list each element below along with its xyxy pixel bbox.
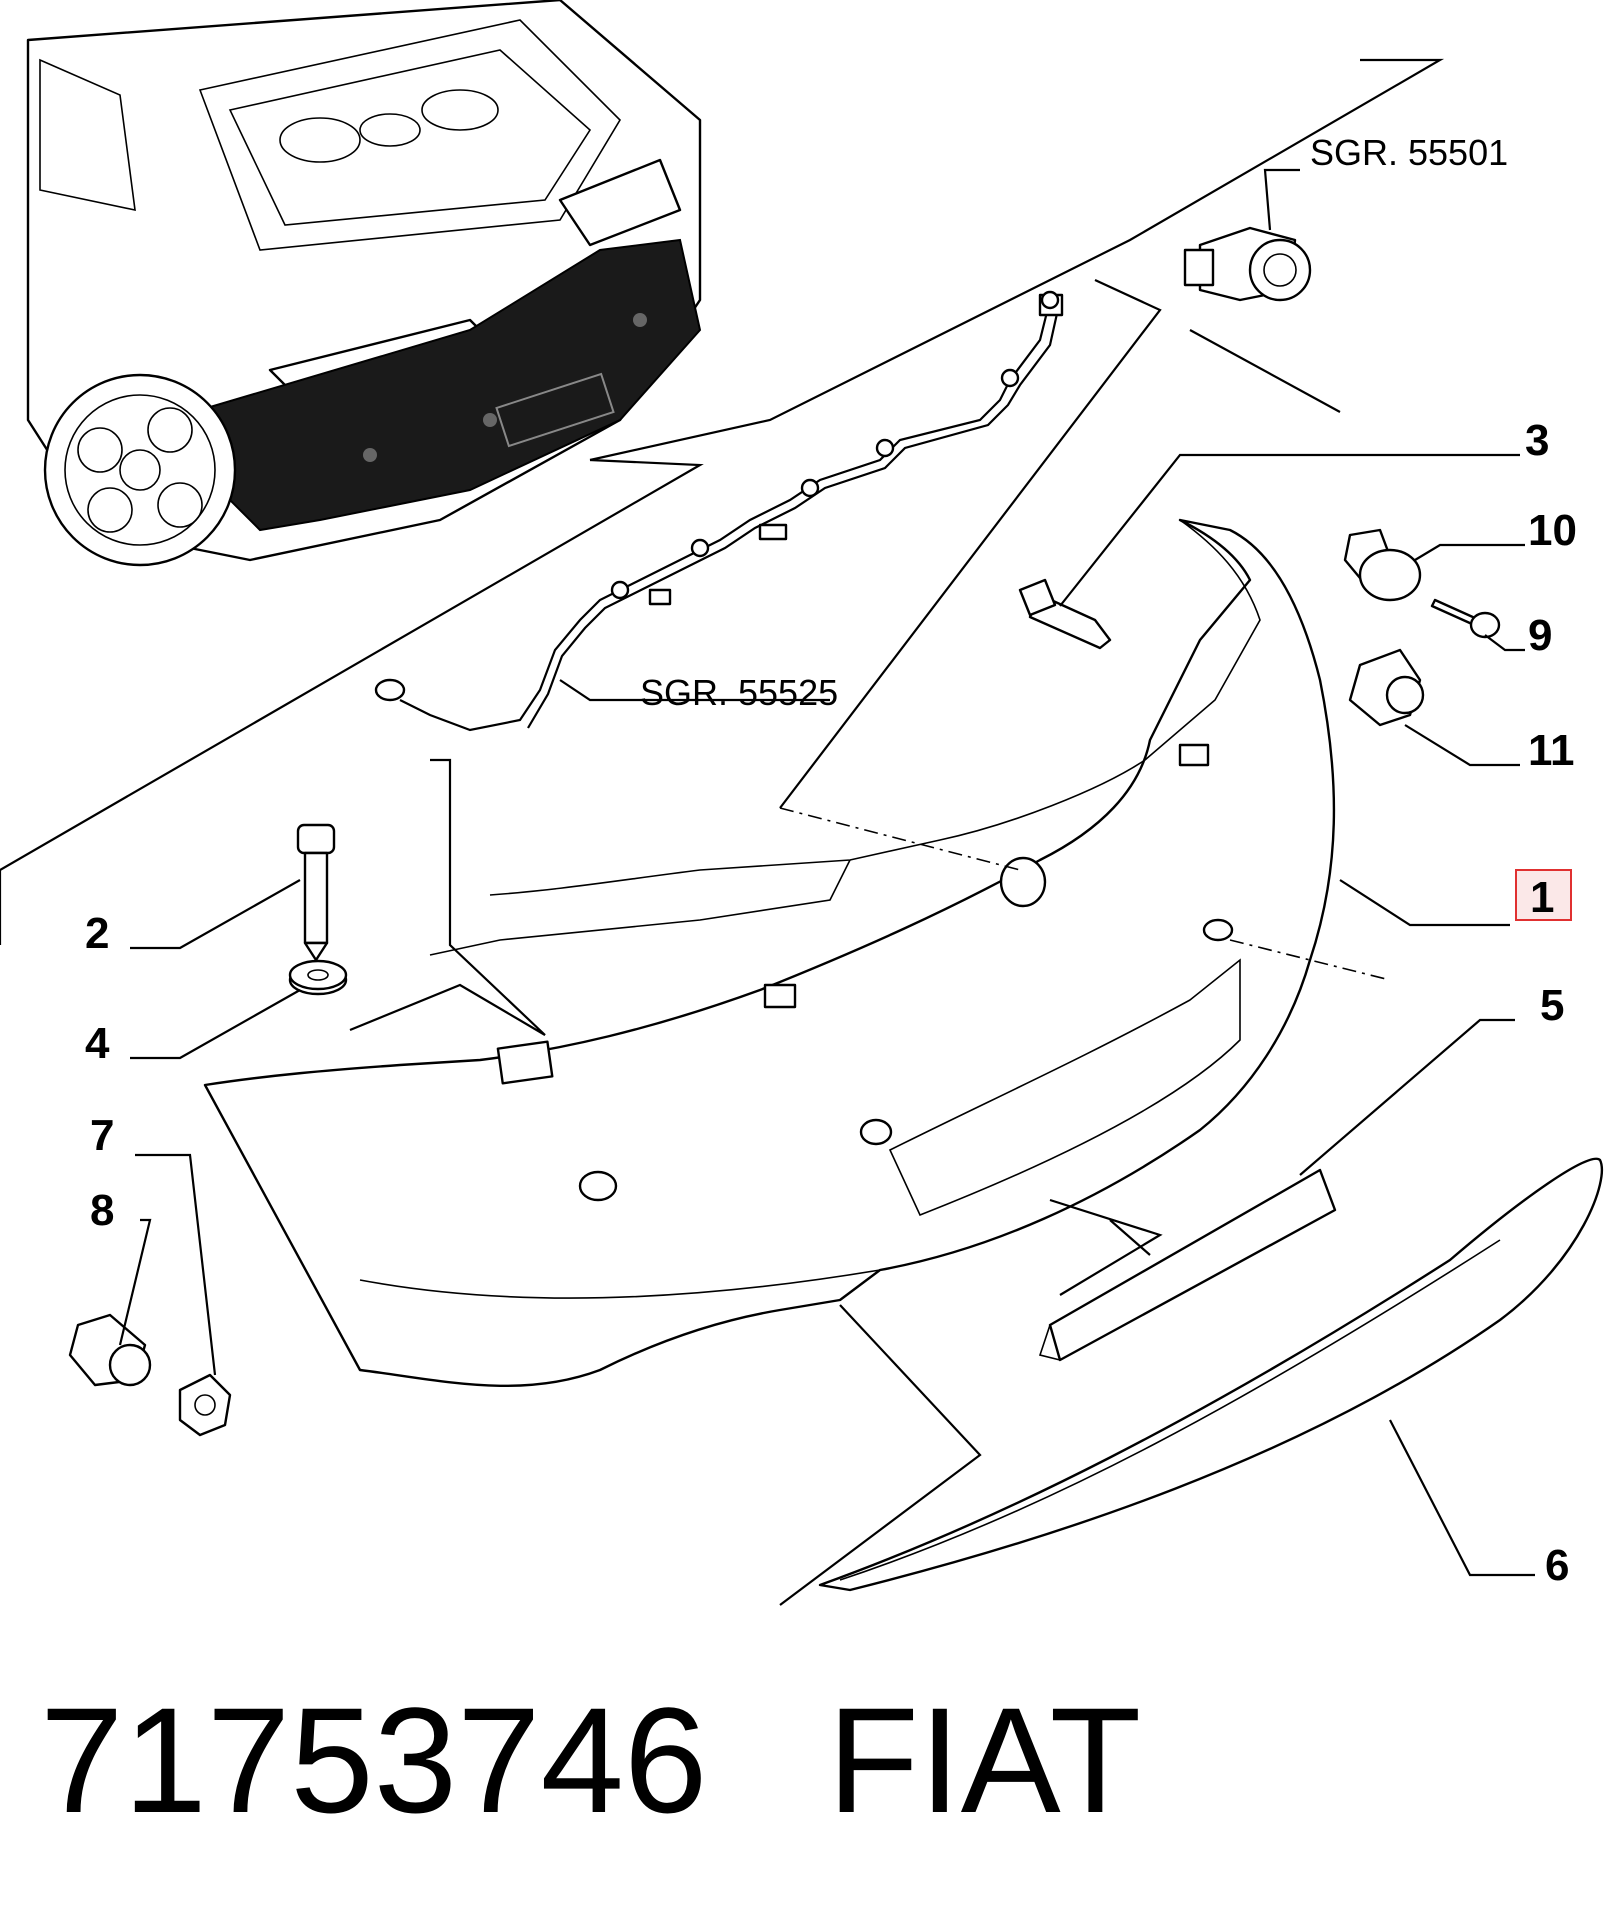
part-number: 71753746 [40,1676,708,1844]
callout-3: 3 [1525,416,1549,465]
brand-name: FIAT [827,1676,1142,1844]
callout-1-highlight [1515,869,1572,921]
screw-9 [1430,598,1525,652]
washer-4 [130,959,348,1060]
car-rear-illustration [0,0,704,945]
guide-line [779,279,1162,809]
callout-8: 8 [90,1186,114,1235]
nut-7 [135,1153,232,1437]
nut-11 [1348,648,1520,767]
sgr-55501-label: SGR. 55501 [1310,132,1508,173]
parking-sensor [1183,168,1312,302]
callout-6: 6 [1545,1541,1569,1590]
guide-line [1049,1198,1163,1296]
centerline [1229,939,1391,981]
callout-5: 5 [1540,981,1564,1030]
guide-line [779,1304,982,1606]
callout-11: 11 [1528,726,1575,775]
bush-8 [68,1218,152,1387]
callout-1: 1 [1530,873,1554,922]
callout-7: 7 [90,1111,114,1160]
wiring-harness [374,290,1064,732]
callout-10: 10 [1528,506,1577,555]
rear-bumper [203,518,1510,1388]
sgr-55525-label: SGR. 55525 [640,672,838,713]
clip-10 [1343,528,1525,602]
guide-line [1189,329,1341,413]
bolt-3 [1018,453,1520,650]
centerline [779,807,1021,871]
callout-4: 4 [85,1019,110,1068]
guide-line [1109,1219,1151,1256]
callout-9: 9 [1528,611,1552,660]
spoiler-6 [818,1157,1604,1592]
reinforcement-5 [1038,1018,1515,1362]
callout-2: 2 [85,909,109,958]
screw-2 [130,823,336,962]
guide-line [349,758,546,1036]
guide-line [589,58,1445,462]
